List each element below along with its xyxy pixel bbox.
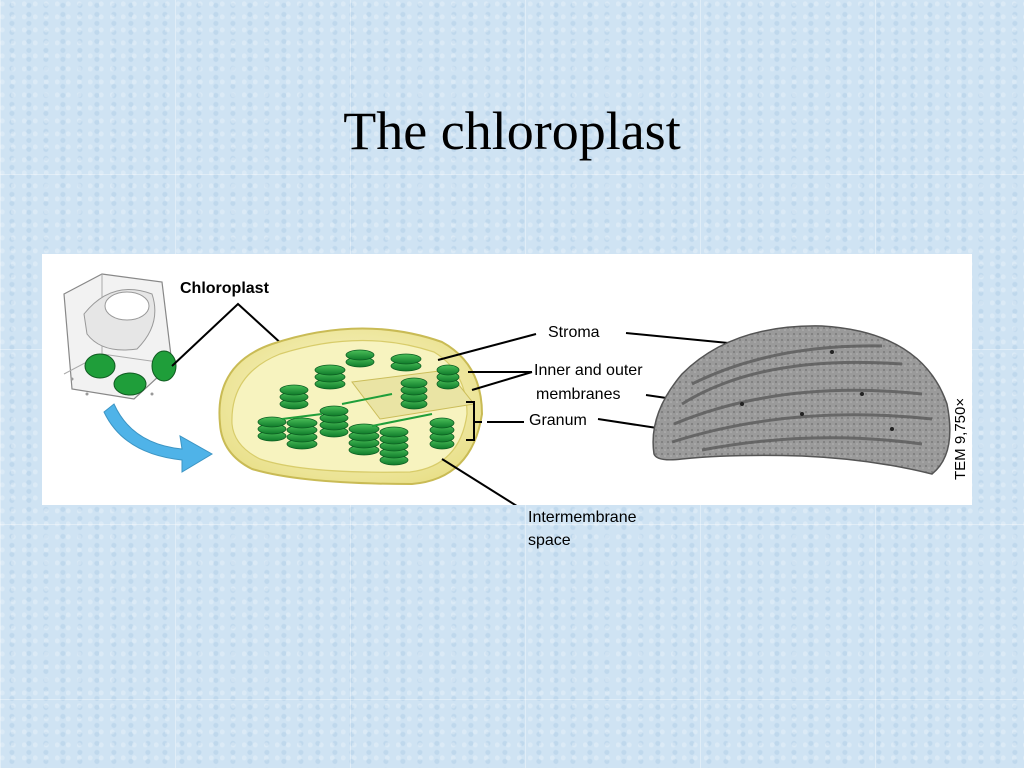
label-stroma: Stroma bbox=[548, 324, 600, 341]
label-intermembrane-space-line2: space bbox=[528, 532, 571, 549]
chloroplast-cutaway bbox=[218, 327, 484, 486]
label-inner-outer-membranes-line2: membranes bbox=[536, 386, 621, 403]
plant-cell-illustration bbox=[63, 273, 177, 400]
label-chloroplast: Chloroplast bbox=[180, 280, 269, 297]
tem-micrograph bbox=[652, 325, 951, 475]
slide-title: The chloroplast bbox=[343, 101, 681, 161]
label-granum: Granum bbox=[529, 412, 587, 429]
chloroplast-figure: Chloroplast Stroma Inner and outer membr… bbox=[42, 254, 972, 549]
zoom-arrow-icon bbox=[103, 403, 213, 473]
label-inner-outer-membranes-line1: Inner and outer bbox=[534, 362, 643, 379]
label-intermembrane-space-line1: Intermembrane bbox=[528, 509, 637, 526]
chloroplast-diagram-svg bbox=[63, 273, 951, 505]
label-magnification: TEM 9,750× bbox=[952, 397, 969, 480]
